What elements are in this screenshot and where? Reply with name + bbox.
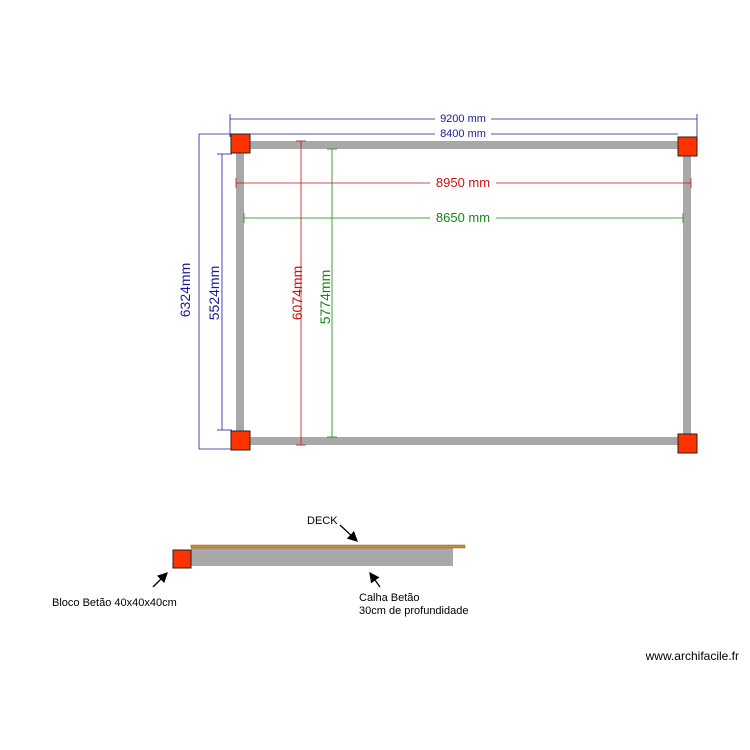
block-label: Bloco Betão 40x40x40cm <box>52 597 177 609</box>
block-top-left <box>230 133 251 154</box>
gutter-label-line2: 30cm de profundidade <box>359 605 468 617</box>
beam-bottom <box>241 437 689 445</box>
dim-inner-width: 8400 mm <box>440 128 486 140</box>
beam-right <box>683 149 691 441</box>
legend-deck <box>190 544 466 549</box>
legend-gutter <box>191 548 453 566</box>
dim-inner-height: 5524mm <box>206 266 222 320</box>
dim-overall-height: 6324mm <box>177 263 193 317</box>
dimensions-green <box>243 148 684 438</box>
block-bottom-right <box>677 433 698 454</box>
dim-red-width: 8950 mm <box>436 175 490 190</box>
dimensions-blue <box>198 114 698 450</box>
gutter-label-line1: Calha Betão <box>359 592 420 604</box>
watermark: www.archifacile.fr <box>645 649 739 663</box>
legend-block <box>172 549 192 569</box>
gutter-arrow <box>369 571 381 588</box>
beam-left <box>236 145 244 441</box>
frame-beams <box>236 141 691 445</box>
dimension-labels: 9200 mm 8400 mm 8950 mm 8650 mm 6324mm 5… <box>177 112 496 324</box>
block-top-right <box>677 136 698 157</box>
beam-top <box>241 141 689 149</box>
block-bottom-left <box>230 430 251 451</box>
deck-arrow <box>339 524 358 542</box>
corner-blocks <box>230 133 698 454</box>
dim-green-width: 8650 mm <box>436 210 490 225</box>
block-arrow <box>152 572 168 588</box>
dim-overall-width: 9200 mm <box>440 113 486 125</box>
dim-green-height: 5774mm <box>317 270 333 324</box>
dim-red-height: 6074mm <box>289 266 305 320</box>
legend: DECK Bloco Betão 40x40x40cm Calha Betão … <box>52 515 468 617</box>
deck-label: DECK <box>307 515 338 527</box>
